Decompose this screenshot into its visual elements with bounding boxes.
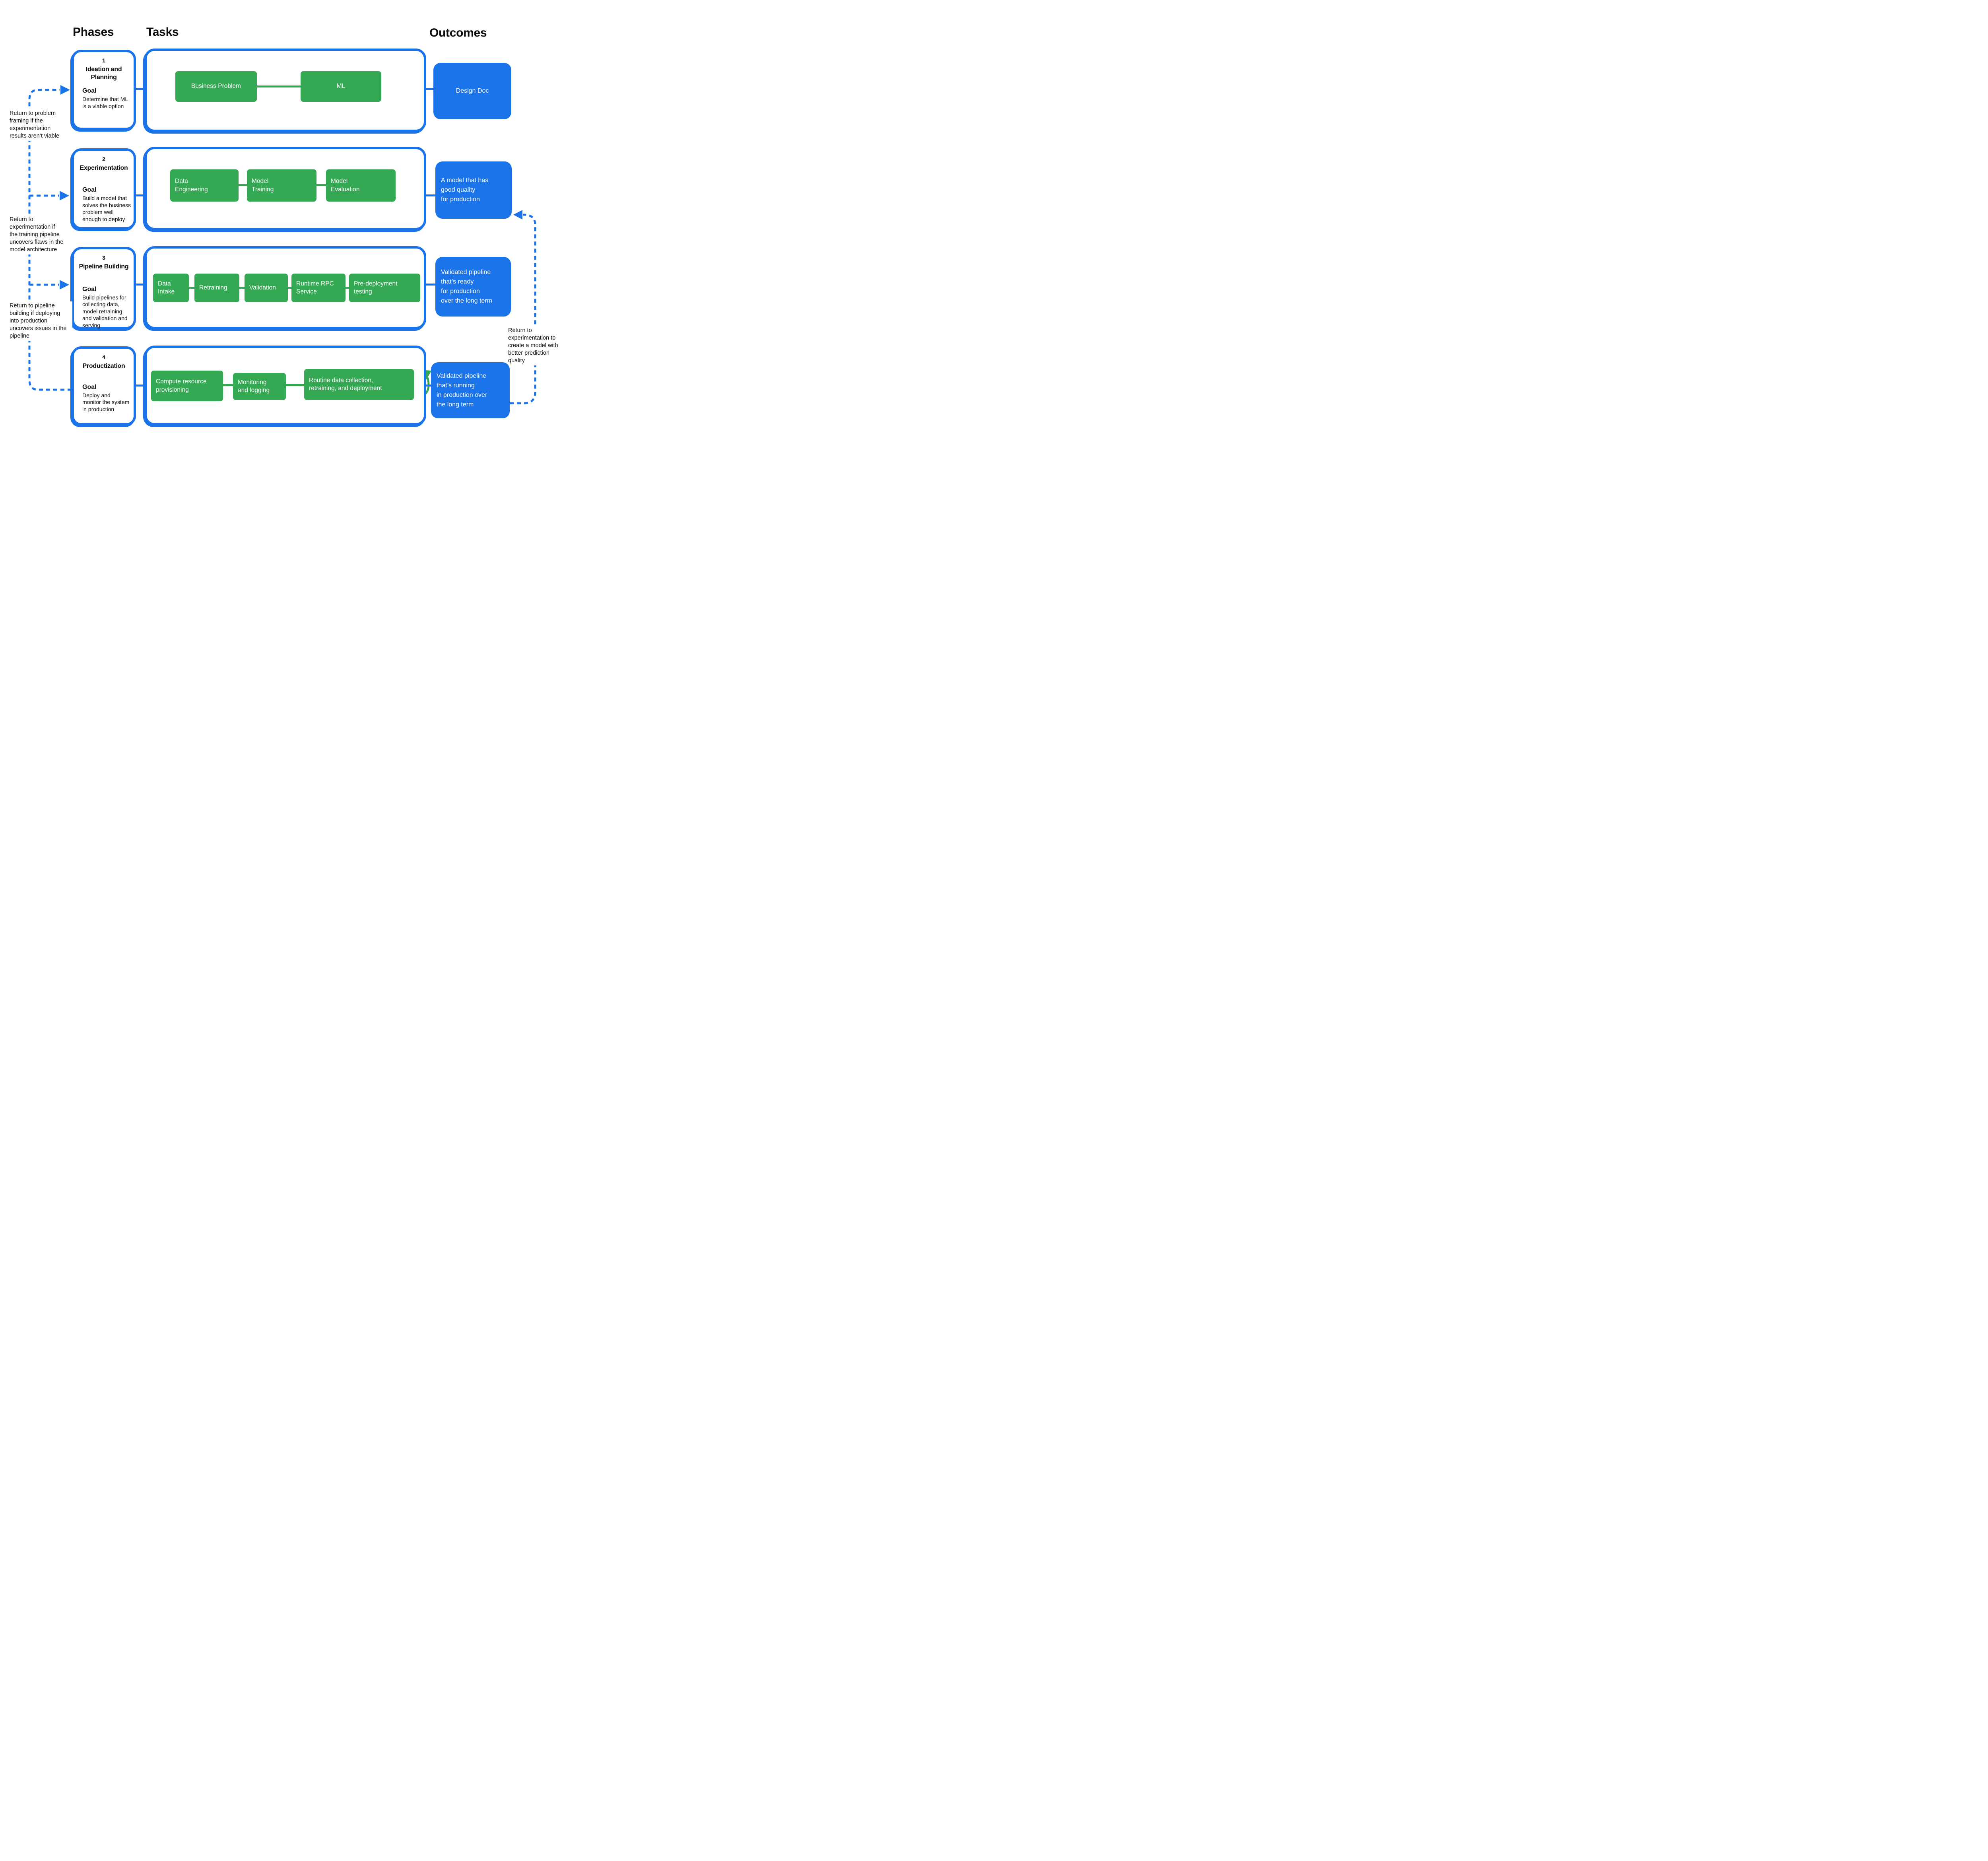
connector-ml-to-rd <box>286 384 304 386</box>
task-runtime-rpc-service: Runtime RPC Service <box>291 274 346 302</box>
task-model-training: Model Training <box>247 169 316 202</box>
phase-box-pipeline-building: 3 Pipeline Building Goal Build pipelines… <box>72 247 136 329</box>
phase-title: Ideation and Planning <box>85 66 122 81</box>
phase-goal: Goal Build pipelines for collecting data… <box>82 286 132 329</box>
phase-number: 2 <box>102 156 105 162</box>
return-arrow-to-phase-1-icon <box>60 85 70 95</box>
connector-tasks3-to-outcome <box>426 284 435 286</box>
phase-goal: Goal Build a model that solves the busin… <box>82 186 132 223</box>
outcome-validated-pipeline-running: Validated pipeline that’s running in pro… <box>431 362 510 418</box>
goal-text: Build a model that solves the business p… <box>82 195 131 222</box>
note-return-to-experimentation: Return to experimentation if the trainin… <box>10 215 70 254</box>
connector-tasks2-to-outcome <box>426 194 435 196</box>
connector-phase2-to-tasks <box>136 194 144 196</box>
task-ml: ML <box>301 71 381 102</box>
connector-mt-to-me <box>316 184 326 186</box>
task-validation: Validation <box>245 274 288 302</box>
connector-cp-to-ml <box>223 384 233 386</box>
phase-title: Productization <box>82 363 125 369</box>
note-return-to-experimentation-right: Return to experimentation to create a mo… <box>508 326 563 365</box>
phase-goal: Goal Determine that ML is a viable optio… <box>82 87 132 110</box>
task-model-evaluation: Model Evaluation <box>326 169 396 202</box>
tasks-column-header: Tasks <box>146 25 179 39</box>
note-return-to-problem-framing: Return to problem framing if the experim… <box>10 109 69 141</box>
goal-label: Goal <box>82 383 97 390</box>
return-arrow-to-outcome-2-icon <box>513 210 522 220</box>
task-business-problem: Business Problem <box>175 71 257 102</box>
connector-va-to-rpc <box>288 287 291 289</box>
connector-tasks1-to-outcome <box>426 88 433 90</box>
phase-goal: Goal Deploy and monitor the system in pr… <box>82 384 132 413</box>
return-arrow-to-phase-2-icon <box>60 191 69 200</box>
task-routine-data-collection: Routine data collection, retraining, and… <box>304 369 414 400</box>
outcome-design-doc: Design Doc <box>433 63 511 119</box>
goal-label: Goal <box>82 286 97 293</box>
connector-business-problem-to-ml <box>257 85 301 87</box>
goal-text: Deploy and monitor the system in product… <box>82 392 130 412</box>
task-data-engineering: Data Engineering <box>170 169 239 202</box>
phases-column-header: Phases <box>73 25 114 39</box>
phase-box-experimentation: 2 Experimentation Goal Build a model tha… <box>72 148 136 229</box>
connector-di-to-rt <box>189 287 194 289</box>
connector-rt-to-va <box>239 287 245 289</box>
phase-number: 4 <box>102 354 105 360</box>
phase-box-ideation-and-planning: 1 Ideation and Planning Goal Determine t… <box>72 50 136 130</box>
goal-label: Goal <box>82 186 97 194</box>
connector-phase4-to-tasks <box>136 385 144 387</box>
task-retraining: Retraining <box>194 274 239 302</box>
outcomes-column-header: Outcomes <box>429 26 487 39</box>
phase-number: 3 <box>102 254 105 261</box>
goal-label: Goal <box>82 87 97 95</box>
note-return-to-pipeline-building: Return to pipeline building if deploying… <box>10 301 72 341</box>
mlops-phases-diagram: Phases Tasks Outcomes 1 Ideation and Pla… <box>0 0 564 465</box>
connector-de-to-mt <box>239 184 247 186</box>
task-compute-resource-provisioning: Compute resource provisioning <box>151 371 223 401</box>
connector-phase3-to-tasks <box>136 284 144 286</box>
task-pre-deployment-testing: Pre-deployment testing <box>349 274 420 302</box>
outcome-good-quality-model: A model that has good quality for produc… <box>435 161 512 219</box>
task-data-intake: Data Intake <box>153 274 189 302</box>
return-arrow-to-phase-3-icon <box>60 280 69 289</box>
connector-phase1-to-tasks <box>136 88 144 90</box>
phase-title: Experimentation <box>80 165 128 171</box>
goal-text: Build pipelines for collecting data, mod… <box>82 294 128 328</box>
phase-title: Pipeline Building <box>79 263 129 270</box>
goal-text: Determine that ML is a viable option <box>82 96 128 109</box>
outcome-validated-pipeline-ready: Validated pipeline that’s ready for prod… <box>435 257 511 317</box>
phase-box-productization: 4 Productization Goal Deploy and monitor… <box>72 346 136 425</box>
right-return-dashed-path <box>510 214 536 404</box>
phase-number: 1 <box>102 57 105 64</box>
task-monitoring-and-logging: Monitoring and logging <box>233 373 286 400</box>
connector-rpc-to-pd <box>346 287 349 289</box>
connector-tasks4-to-outcome <box>426 385 431 387</box>
